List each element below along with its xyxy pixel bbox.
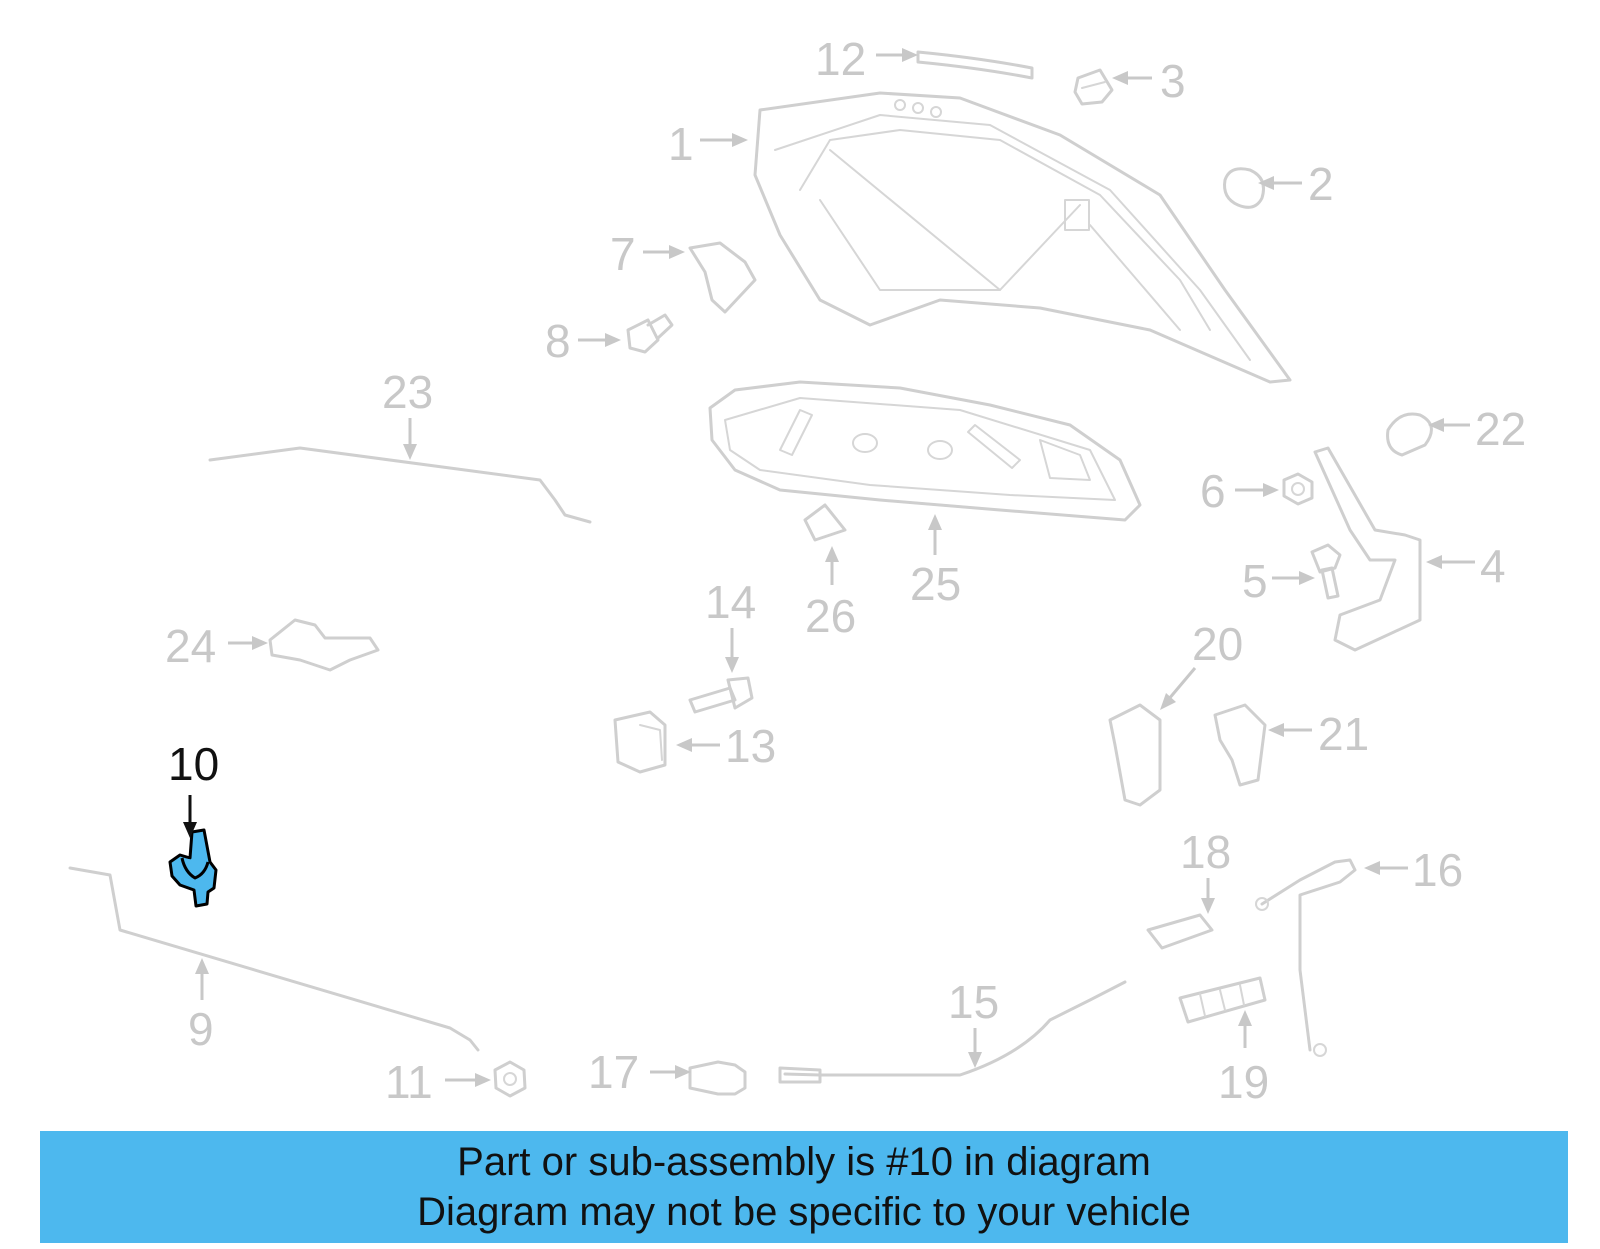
- svg-text:2: 2: [1308, 158, 1334, 210]
- banner-line-disclaimer: Diagram may not be specific to your vehi…: [417, 1190, 1191, 1234]
- callout-24: 24: [165, 620, 268, 672]
- svg-text:24: 24: [165, 620, 216, 672]
- svg-text:25: 25: [910, 558, 961, 610]
- part-12-seal-strip: [916, 50, 1034, 80]
- svg-text:18: 18: [1180, 826, 1231, 878]
- callout-13: 13: [676, 720, 776, 772]
- banner-line-part-number: Part or sub-assembly is #10 in diagram: [457, 1140, 1151, 1184]
- callout-22: 22: [1428, 403, 1526, 455]
- svg-text:22: 22: [1475, 403, 1526, 455]
- svg-text:14: 14: [705, 576, 756, 628]
- part-2-bumper: [1223, 167, 1265, 209]
- callout-21: 21: [1268, 708, 1369, 760]
- callout-4: 4: [1426, 540, 1506, 592]
- callout-5: 5: [1242, 555, 1315, 607]
- part-7-bracket: [688, 241, 757, 314]
- svg-text:19: 19: [1218, 1056, 1269, 1108]
- part-5-bolt: [1310, 543, 1342, 600]
- part-4-hinge: [1313, 446, 1422, 652]
- svg-text:17: 17: [588, 1046, 639, 1098]
- callout-26: 26: [805, 546, 856, 642]
- part-10-highlighted[interactable]: [168, 828, 218, 908]
- svg-text:11: 11: [385, 1056, 433, 1108]
- svg-text:8: 8: [545, 315, 571, 367]
- callout-10-highlighted: 10: [168, 738, 219, 838]
- svg-text:1: 1: [668, 118, 694, 170]
- callout-19: 19: [1218, 1010, 1269, 1108]
- part-18-bracket: [1146, 913, 1214, 950]
- svg-text:9: 9: [188, 1003, 214, 1055]
- callout-18: 18: [1180, 826, 1231, 914]
- callout-6: 6: [1200, 465, 1279, 517]
- info-banner: Part or sub-assembly is #10 in diagram D…: [40, 1131, 1568, 1243]
- part-11-nut: [493, 1060, 527, 1098]
- callout-2: 2: [1258, 158, 1334, 210]
- part-20-bracket: [1108, 703, 1162, 807]
- callout-25: 25: [910, 514, 961, 610]
- part-23-prop-rod: [208, 446, 592, 524]
- part-26-clip: [803, 503, 847, 542]
- part-8-push-pin: [626, 313, 674, 354]
- part-1-hood-panel: [753, 91, 1292, 384]
- part-9-support-rod: [68, 866, 480, 1052]
- svg-text:13: 13: [725, 720, 776, 772]
- svg-text:10: 10: [168, 738, 219, 790]
- part-15-cable: [778, 980, 1127, 1084]
- part-19-bracket: [1178, 976, 1267, 1024]
- callout-9: 9: [188, 958, 214, 1055]
- svg-text:3: 3: [1160, 55, 1186, 107]
- callout-20: 20: [1160, 618, 1243, 710]
- svg-text:23: 23: [382, 366, 433, 418]
- callout-7: 7: [610, 228, 685, 280]
- svg-text:6: 6: [1200, 465, 1226, 517]
- part-17-connector: [688, 1060, 747, 1096]
- callout-11: 11: [385, 1056, 491, 1108]
- part-14-bolt: [688, 676, 754, 714]
- svg-text:12: 12: [815, 33, 866, 85]
- part-13-bracket: [613, 710, 667, 774]
- svg-text:21: 21: [1318, 708, 1369, 760]
- part-24-latch: [268, 618, 380, 672]
- part-3-clip: [1073, 68, 1114, 106]
- svg-text:20: 20: [1192, 618, 1243, 670]
- svg-text:5: 5: [1242, 555, 1268, 607]
- callout-12: 12: [815, 33, 918, 85]
- callout-14: 14: [705, 576, 756, 673]
- part-22-cap: [1386, 412, 1433, 457]
- svg-text:16: 16: [1412, 844, 1463, 896]
- callout-17: 17: [588, 1046, 691, 1098]
- callout-15: 15: [948, 976, 999, 1068]
- svg-text:7: 7: [610, 228, 636, 280]
- callout-23: 23: [382, 366, 433, 460]
- svg-text:15: 15: [948, 976, 999, 1028]
- callout-3: 3: [1112, 55, 1186, 107]
- svg-text:4: 4: [1480, 540, 1506, 592]
- part-25-insulator: [708, 380, 1142, 522]
- svg-text:26: 26: [805, 590, 856, 642]
- callout-16: 16: [1364, 844, 1463, 896]
- part-16-release-cable: [1255, 858, 1357, 1057]
- part-21-bracket: [1213, 703, 1267, 787]
- callout-8: 8: [545, 315, 621, 367]
- callout-1: 1: [668, 118, 748, 170]
- part-6-nut: [1282, 472, 1314, 506]
